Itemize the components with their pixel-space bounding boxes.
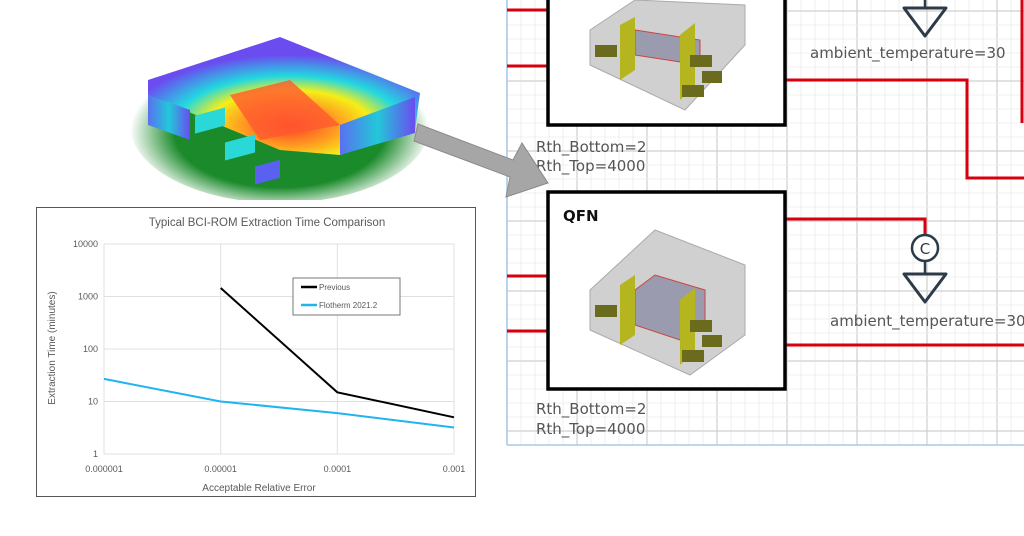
package-block-qfn[interactable]: QFN Rth_Bottom=2 Rth_Top=4000 [536, 190, 787, 439]
y-tick-label: 1000 [78, 292, 98, 302]
extraction-time-chart: Typical BCI-ROM Extraction Time Comparis… [47, 217, 465, 494]
x-tick-label: 0.00001 [204, 464, 237, 474]
y-axis-label: Extraction Time (minutes) [47, 291, 58, 404]
wires [507, 0, 1024, 347]
ambient-ground-2[interactable]: C ambient_temperature=30 [830, 233, 1024, 331]
ground-triangle-icon [902, 272, 948, 304]
ambient-temperature-label: ambient_temperature=30 [830, 312, 1024, 331]
ambient-ground-1[interactable]: ambient_temperature=30 [810, 0, 1006, 63]
legend-label-flotherm: Flotherm 2021.2 [319, 301, 378, 310]
chart-panel: Typical BCI-ROM Extraction Time Comparis… [36, 207, 476, 497]
rth-top-label: Rth_Top=4000 [536, 157, 645, 176]
ambient-temperature-label: ambient_temperature=30 [810, 44, 1006, 63]
thermal-package-render [130, 37, 430, 200]
ground-triangle-icon [902, 6, 948, 38]
y-tick-label: 10000 [73, 239, 98, 249]
wire[interactable] [786, 78, 1024, 180]
y-tick-label: 100 [83, 344, 98, 354]
series-line-flotherm [103, 377, 455, 429]
capacitor-label: C [920, 240, 930, 258]
qfn-package-3d-icon [589, 0, 746, 111]
chart-title: Typical BCI-ROM Extraction Time Comparis… [149, 217, 385, 229]
chart-gridlines [103, 243, 455, 455]
block-title: QFN [563, 207, 599, 225]
x-axis-label: Acceptable Relative Error [202, 483, 316, 494]
wire[interactable] [786, 217, 927, 235]
x-axis-ticks: 0.000001 0.00001 0.0001 0.001 [85, 464, 465, 474]
qfn-package-3d-icon [589, 229, 746, 376]
rth-bottom-label: Rth_Bottom=2 [536, 400, 646, 419]
x-tick-label: 0.000001 [85, 464, 123, 474]
rth-top-label: Rth_Top=4000 [536, 420, 645, 439]
x-tick-label: 0.0001 [324, 464, 352, 474]
package-block-1[interactable]: Rth_Bottom=2 Rth_Top=4000 [536, 0, 787, 176]
y-axis-ticks: 1 10 100 1000 10000 [73, 239, 98, 459]
series-line-previous [220, 287, 455, 419]
rth-bottom-label: Rth_Bottom=2 [536, 138, 646, 157]
chart-series [103, 287, 455, 429]
legend-label-previous: Previous [319, 283, 350, 292]
chart-legend: Previous Flotherm 2021.2 [292, 277, 401, 316]
y-tick-label: 1 [93, 449, 98, 459]
y-tick-label: 10 [88, 397, 98, 407]
x-tick-label: 0.001 [443, 464, 466, 474]
